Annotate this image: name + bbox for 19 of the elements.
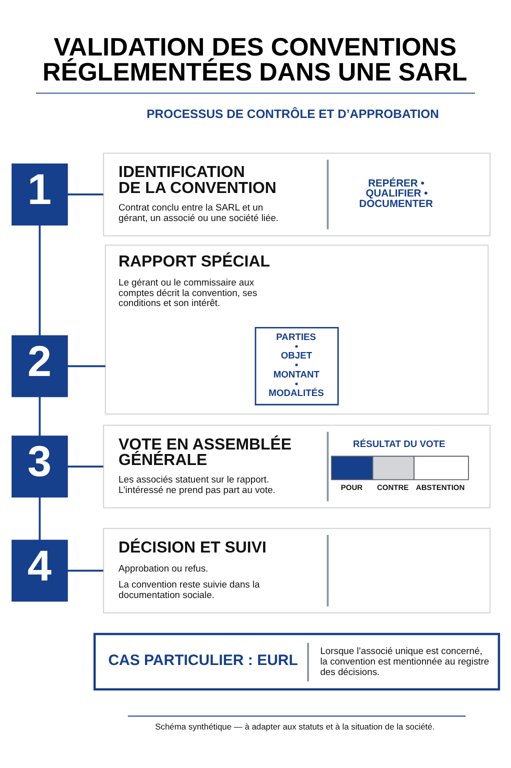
connector <box>67 466 104 468</box>
connector <box>38 497 41 540</box>
node-box: PARTIES • OBJET • MONTANT • MODALITÉS <box>254 327 339 406</box>
node-box: 2 <box>12 335 68 398</box>
label: PROCESSUS DE CONTRÔLE ET D’APPROBATION <box>146 106 439 121</box>
node-box: DÉCISION ET SUIVI Approbation ou refus. La convention reste suivie dans la documentation sociale. <box>102 528 491 614</box>
node-box: 3 <box>12 436 68 498</box>
node-box: 1 <box>12 164 68 226</box>
connector <box>38 225 41 336</box>
node-box: IDENTIFICATION DE LA CONVENTION Contrat conclu entre la SARL et un gérant, un associé ou une société liée. REPÉRER • QUALIFIER • DOCUMENTER <box>102 152 491 236</box>
node-box: CAS PARTICULIER : EURL Lorsque l’associé unique est concerné, la convention est mentionnée au registre des décisions. <box>93 632 500 690</box>
connector <box>67 570 104 572</box>
connector <box>67 194 104 196</box>
connector <box>38 396 41 436</box>
diagram-title: VALIDATION DES CONVENTIONS RÉGLEMENTÉES DANS UNE SARL <box>42 33 468 87</box>
caption: Schéma synthétique — à adapter aux statuts et à la situation de la société. <box>155 721 435 732</box>
node-box: 4 <box>12 540 68 602</box>
connector <box>67 365 106 368</box>
node-box: VOTE EN ASSEMBLÉE GÉNÉRALE Les associés statuent sur le rapport. L’intéressé ne prend pas part au vote. RÉSULTAT DU VOTE POUR CONTRE ABSTENTION <box>102 424 491 508</box>
